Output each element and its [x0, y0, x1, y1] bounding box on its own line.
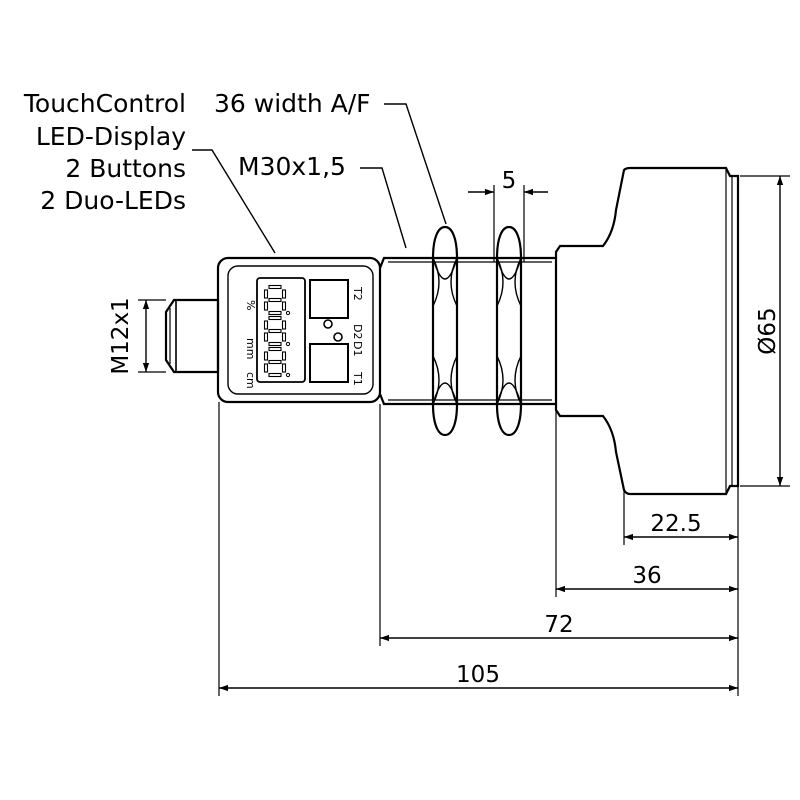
hex-nut-1 — [431, 225, 459, 437]
extension-lines — [138, 175, 790, 696]
led-segment — [281, 289, 287, 299]
led-segment — [263, 363, 269, 373]
led-segment — [263, 289, 269, 299]
led-decimal-point — [285, 372, 291, 378]
hex-nut-2 — [495, 225, 523, 437]
callout-2-buttons: 2 Buttons — [65, 154, 186, 183]
unit-label-percent: % — [244, 300, 257, 310]
dim-m12: M12x1 — [108, 297, 134, 374]
led-segment — [268, 346, 282, 352]
display-housing — [216, 256, 382, 404]
led-segment — [281, 332, 287, 342]
led-segment — [268, 315, 282, 321]
dimension-lines — [142, 176, 784, 692]
led-segment — [263, 301, 269, 311]
callout-thread: M30x1,5 — [238, 152, 346, 181]
led-segment — [263, 332, 269, 342]
unit-label-cm: cm — [244, 372, 257, 389]
led-display — [256, 277, 306, 383]
dim-nut-gap: 5 — [502, 168, 517, 194]
led-segment — [268, 341, 282, 347]
led-label-d1: D1 — [351, 341, 364, 356]
led-decimal-point — [285, 310, 291, 316]
led-segment — [268, 328, 282, 334]
m30-thread-body — [378, 256, 558, 406]
led-digit — [263, 346, 291, 378]
led-digit — [263, 284, 291, 316]
led-segment — [268, 297, 282, 303]
transducer-head — [554, 166, 740, 496]
touch-button-upper[interactable] — [309, 279, 349, 319]
callout-led-display: LED-Display — [36, 122, 186, 151]
duo-led-2 — [333, 332, 343, 342]
led-label-d2: D2 — [351, 324, 364, 339]
led-segment — [268, 310, 282, 316]
dim-105: 105 — [456, 662, 500, 688]
callout-touchcontrol: TouchControl — [23, 89, 186, 118]
led-segment — [263, 320, 269, 330]
dim-72: 72 — [544, 612, 573, 638]
touch-button-lower[interactable] — [309, 343, 349, 383]
led-segment — [281, 351, 287, 361]
dim-36: 36 — [632, 563, 661, 589]
led-segment — [281, 363, 287, 373]
callout-2-duo-leds: 2 Duo-LEDs — [40, 186, 186, 215]
led-segment — [281, 301, 287, 311]
led-segment — [268, 359, 282, 365]
duo-led-1 — [323, 319, 333, 329]
led-label-t1: T1 — [351, 371, 364, 386]
leader-lines — [192, 103, 447, 254]
dim-diameter: Ø65 — [755, 307, 781, 354]
m12-connector — [164, 298, 220, 374]
dim-22-5: 22.5 — [650, 511, 701, 537]
led-decimal-point — [285, 341, 291, 347]
led-segment — [263, 351, 269, 361]
led-digit — [263, 315, 291, 347]
led-segment — [281, 320, 287, 330]
unit-label-mm: mm — [244, 338, 257, 359]
callout-width-af: 36 width A/F — [214, 89, 371, 118]
led-segment — [268, 372, 282, 378]
led-label-t2: T2 — [351, 286, 364, 301]
led-segment — [268, 284, 282, 290]
